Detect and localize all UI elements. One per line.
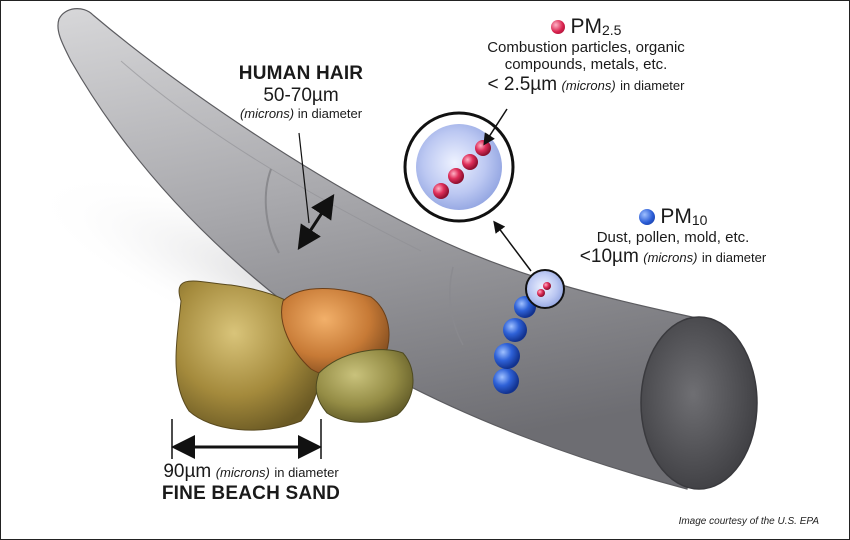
sand-suffix: in diameter <box>274 465 339 480</box>
sand-label: 90µm (microns) in diameter FINE BEACH SA… <box>121 461 381 505</box>
pm25-line1: Combustion particles, organic <box>487 39 685 57</box>
hair-title: HUMAN HAIR <box>238 63 364 84</box>
pm25-line2: compounds, metals, etc. <box>504 56 668 74</box>
sand-diameter-dimension <box>171 419 322 459</box>
hair-label: HUMAN HAIR 50-70µm (microns) in diameter <box>211 63 391 122</box>
pm25-magnified-bubble <box>403 111 515 223</box>
magnify-arrow <box>493 220 532 272</box>
hair-unit-note: (microns) <box>239 105 295 121</box>
pm25-name: PM <box>570 15 602 38</box>
pm25-label-arrow <box>483 108 508 146</box>
hair-diameter-arrow <box>297 193 335 251</box>
pm25-unit-note: (microns) <box>561 77 616 93</box>
pm10-name: PM <box>660 205 692 228</box>
pm25-dot-icon <box>550 20 565 35</box>
pm10-suffix: in diameter <box>701 250 767 266</box>
hair-suffix: in diameter <box>297 105 363 121</box>
sand-unit-note: (microns) <box>215 465 270 480</box>
pm25-label: PM2.5 Combustion particles, organic comp… <box>451 15 721 95</box>
pm10-line1: Dust, pollen, mold, etc. <box>596 229 750 247</box>
pm10-subscript: 10 <box>691 212 708 228</box>
sand-grains <box>175 280 414 431</box>
pm25-size: < 2.5µm <box>487 73 558 95</box>
sand-title: FINE BEACH SAND <box>161 482 341 504</box>
sand-size: 90µm <box>163 461 212 482</box>
pm10-dot-icon <box>638 209 655 226</box>
pm10-unit-note: (microns) <box>643 250 698 266</box>
hair-leader-line <box>298 132 310 224</box>
hair-size: 50-70µm <box>263 84 339 106</box>
pm10-size: <10µm <box>579 246 639 268</box>
pm10-label: PM10 Dust, pollen, mold, etc. <10µm (mic… <box>553 205 793 268</box>
pm25-small-circle <box>525 269 565 309</box>
human-hair <box>57 8 758 490</box>
pm25-suffix: in diameter <box>620 77 685 93</box>
pm10-particles <box>493 296 536 394</box>
pm25-subscript: 2.5 <box>601 22 622 38</box>
image-credit: Image courtesy of the U.S. EPA <box>678 516 819 527</box>
